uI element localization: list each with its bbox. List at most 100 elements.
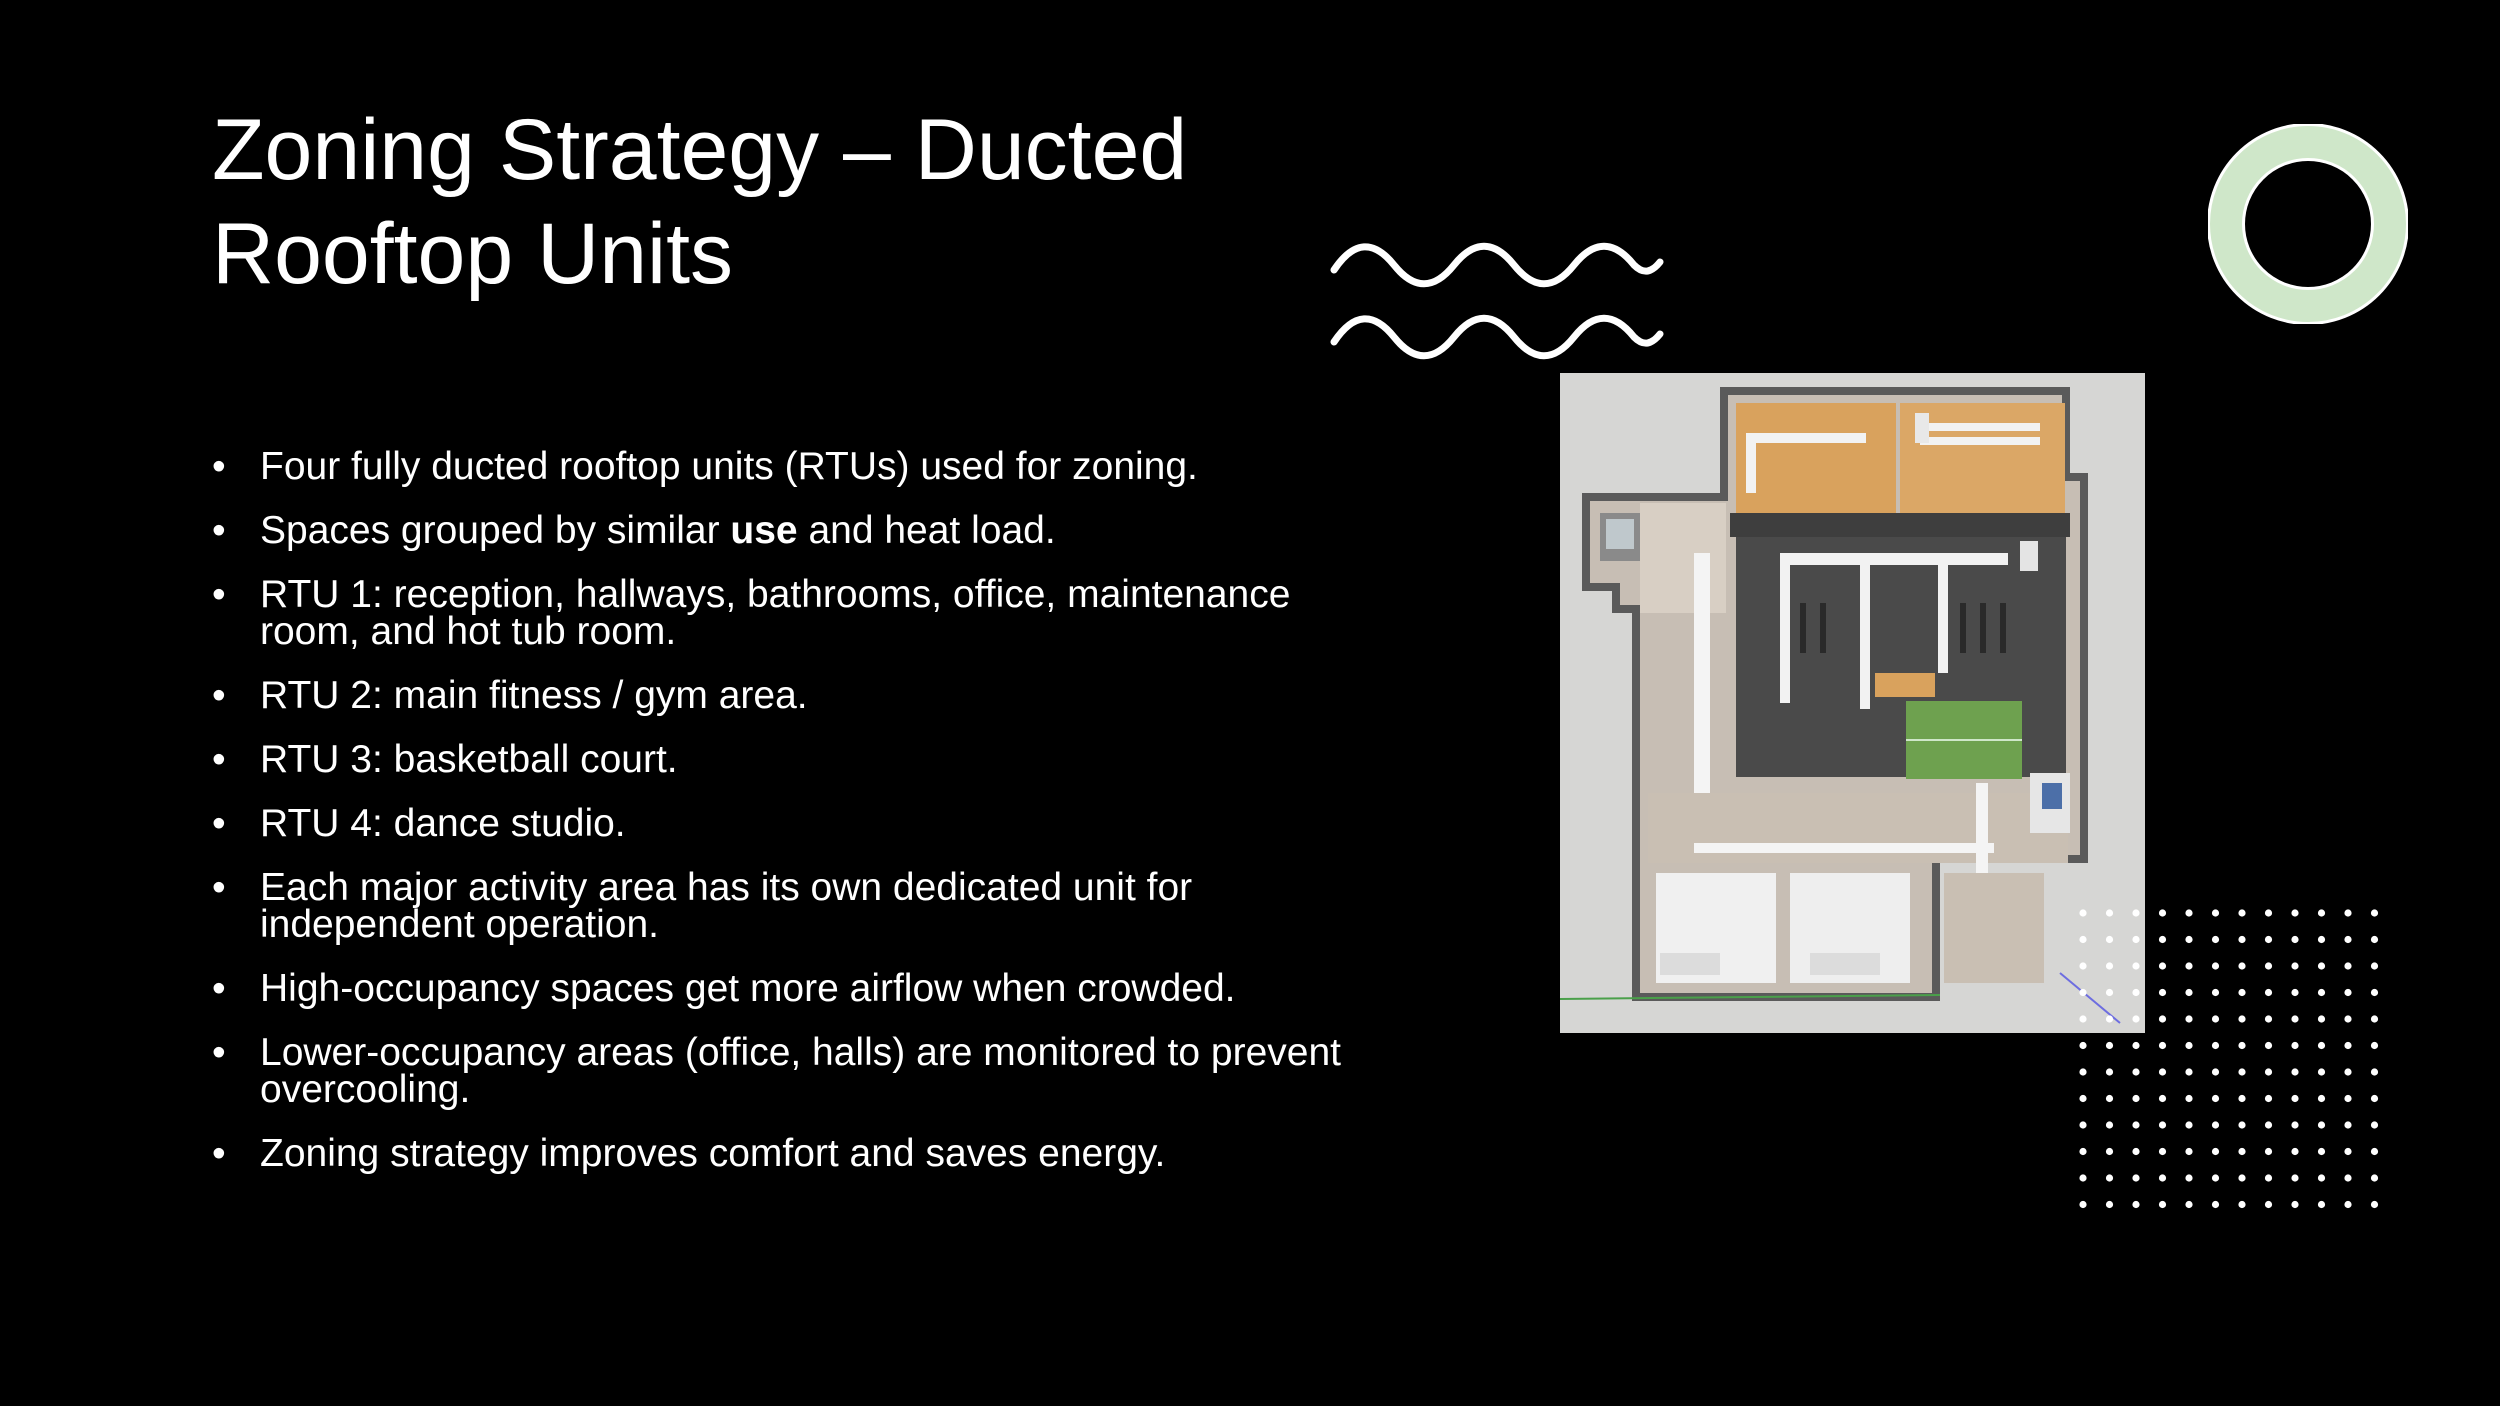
dot xyxy=(2158,1200,2167,1209)
dot xyxy=(2158,1068,2167,1076)
bullet-item: Lower-occupancy areas (office, halls) ar… xyxy=(212,1031,1352,1111)
dot xyxy=(2105,1068,2114,1076)
dot xyxy=(2370,962,2379,970)
dot xyxy=(2238,1015,2246,1023)
dot xyxy=(2344,962,2352,970)
dot xyxy=(2132,909,2140,917)
bullet-item: RTU 2: main fitness / gym area. xyxy=(212,676,1352,715)
dot xyxy=(2211,935,2220,944)
dot xyxy=(2079,909,2087,917)
dot xyxy=(2317,1174,2326,1182)
dot xyxy=(2079,1174,2087,1182)
dot xyxy=(2105,935,2114,944)
dot xyxy=(2291,988,2299,997)
dot xyxy=(2317,1015,2326,1023)
dot xyxy=(2079,1041,2087,1050)
dot xyxy=(2079,1094,2087,1103)
dot xyxy=(2211,1015,2220,1023)
dot xyxy=(2317,1068,2326,1076)
dot xyxy=(2238,1094,2246,1103)
dot xyxy=(2264,1174,2273,1182)
dot xyxy=(2291,935,2299,944)
dot xyxy=(2291,1068,2299,1076)
dot xyxy=(2158,1094,2167,1103)
dot xyxy=(2344,988,2352,997)
dot xyxy=(2370,1041,2379,1050)
dot xyxy=(2158,935,2167,944)
bullet-text: Zoning strategy improves comfort and sav… xyxy=(260,1132,1166,1175)
dot xyxy=(2370,1015,2379,1023)
dot xyxy=(2079,1200,2087,1209)
dot xyxy=(2238,962,2246,970)
bullet-text: High-occupancy spaces get more airflow w… xyxy=(260,967,1236,1010)
dot xyxy=(2211,1121,2220,1129)
dot xyxy=(2105,1015,2114,1023)
dot xyxy=(2132,1121,2140,1129)
dot xyxy=(2105,1200,2114,1209)
dot xyxy=(2238,935,2246,944)
dot xyxy=(2238,1147,2246,1156)
dot xyxy=(2079,988,2087,997)
dot xyxy=(2158,1015,2167,1023)
dot xyxy=(2238,1121,2246,1129)
dot xyxy=(2264,1200,2273,1209)
bullet-text: Each major activity area has its own ded… xyxy=(260,866,1193,946)
floor-plan-image xyxy=(1560,373,2145,1033)
bullet-text: Lower-occupancy areas (office, halls) ar… xyxy=(260,1031,1341,1111)
dot xyxy=(2370,1121,2379,1129)
dot xyxy=(2158,1147,2167,1156)
wave-icon xyxy=(1330,242,1664,288)
dot xyxy=(2238,1041,2246,1050)
dot xyxy=(2079,935,2087,944)
dot xyxy=(2185,962,2193,970)
dot xyxy=(2291,962,2299,970)
dot xyxy=(2079,1015,2087,1023)
bullet-item: RTU 1: reception, hallways, bathrooms, o… xyxy=(212,573,1352,653)
dot xyxy=(2264,1121,2273,1129)
bullet-text: and heat load. xyxy=(797,509,1056,552)
dot xyxy=(2132,988,2140,997)
dot xyxy=(2105,909,2114,917)
dot xyxy=(2291,1094,2299,1103)
dot xyxy=(2264,988,2273,997)
dot xyxy=(2344,1041,2352,1050)
dot xyxy=(2158,1174,2167,1182)
dot xyxy=(2158,962,2167,970)
dot xyxy=(2344,1068,2352,1076)
dot xyxy=(2185,1068,2193,1076)
dot xyxy=(2344,1094,2352,1103)
dot xyxy=(2264,1068,2273,1076)
dot xyxy=(2185,909,2193,917)
dot xyxy=(2317,935,2326,944)
dot xyxy=(2132,1200,2140,1209)
dot xyxy=(2211,909,2220,917)
dot xyxy=(2317,988,2326,997)
dot xyxy=(2105,1041,2114,1050)
dot xyxy=(2370,1094,2379,1103)
dot xyxy=(2132,935,2140,944)
ring-icon xyxy=(2208,124,2408,324)
dot xyxy=(2211,1147,2220,1156)
bullet-text: RTU 1: reception, hallways, bathrooms, o… xyxy=(260,573,1291,653)
bullet-item: Spaces grouped by similar use and heat l… xyxy=(212,509,1352,552)
dot xyxy=(2344,1174,2352,1182)
dot xyxy=(2291,1200,2299,1209)
bullet-text: Four fully ducted rooftop units (RTUs) u… xyxy=(260,445,1198,488)
dot xyxy=(2132,1068,2140,1076)
dot xyxy=(2344,1015,2352,1023)
dot xyxy=(2211,1068,2220,1076)
bullet-text: RTU 4: dance studio. xyxy=(260,802,626,845)
dot xyxy=(2238,1200,2246,1209)
dot xyxy=(2291,1041,2299,1050)
dot xyxy=(2264,1094,2273,1103)
dot xyxy=(2264,962,2273,970)
dot xyxy=(2291,1121,2299,1129)
slide-title-line-2: Rooftop Units xyxy=(212,206,734,302)
bullet-item: Each major activity area has its own ded… xyxy=(212,866,1352,946)
dot xyxy=(2211,1174,2220,1182)
dot xyxy=(2264,1015,2273,1023)
dot xyxy=(2185,1174,2193,1182)
dot xyxy=(2344,909,2352,917)
dot xyxy=(2105,1094,2114,1103)
dot xyxy=(2079,962,2087,970)
